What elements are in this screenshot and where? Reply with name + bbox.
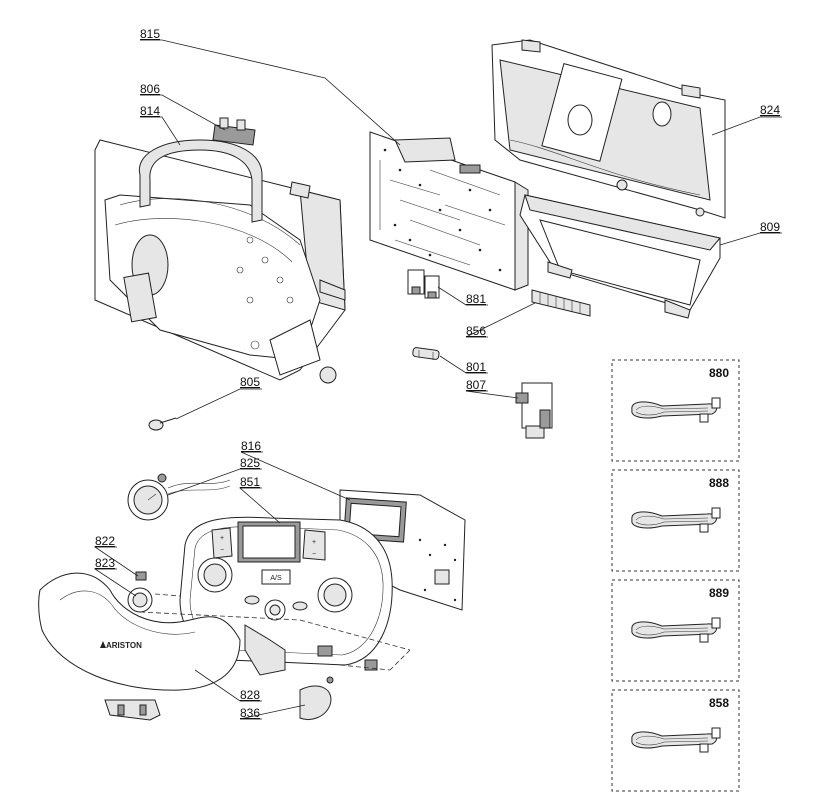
pressure-gauge-825 xyxy=(127,473,231,521)
front-cover-828: ARISTON xyxy=(38,572,241,691)
grip-handle-856 xyxy=(531,289,591,317)
cable-kit-880: 880 xyxy=(611,359,740,462)
cable-kit-label: 888 xyxy=(709,476,729,490)
cable-kit-label: 880 xyxy=(709,366,729,380)
assembly-guides xyxy=(139,593,411,671)
main-pcb xyxy=(369,131,529,291)
callout-823: 823 xyxy=(95,556,115,570)
brand-label: ARISTON xyxy=(106,641,142,650)
clip-822 xyxy=(135,571,147,581)
callout-814: 814 xyxy=(140,104,160,118)
callout-labels: 815 806 814 824 809 881 856 801 807 805 … xyxy=(95,27,780,720)
cable-kits: 880 888 889 858 xyxy=(611,359,740,792)
svg-text:−: − xyxy=(220,547,224,554)
callout-806: 806 xyxy=(140,82,160,96)
callout-856: 856 xyxy=(466,324,486,338)
svg-text:−: − xyxy=(312,551,316,558)
cable-kit-858: 858 xyxy=(611,689,740,792)
svg-text:+: + xyxy=(312,539,316,546)
lower-tray xyxy=(519,194,721,319)
cable-icon xyxy=(631,397,721,423)
callout-801: 801 xyxy=(466,360,486,374)
callout-824: 824 xyxy=(760,103,780,117)
callout-807: 807 xyxy=(466,378,486,392)
callout-805: 805 xyxy=(240,375,260,389)
cable-icon xyxy=(631,727,721,753)
bracket-lower-left xyxy=(104,699,161,721)
cable-kit-888: 888 xyxy=(611,469,740,572)
leader-lines xyxy=(93,39,782,720)
connector-881 xyxy=(407,269,440,299)
callout-881: 881 xyxy=(466,292,486,306)
cable-kit-label: 889 xyxy=(709,586,729,600)
small-cover-836 xyxy=(299,676,334,720)
screw-805 xyxy=(148,417,177,431)
callout-836: 836 xyxy=(240,706,260,720)
rear-cover xyxy=(491,39,726,219)
electrical-box-housing xyxy=(94,117,346,384)
callout-809: 809 xyxy=(760,220,780,234)
fuse-801 xyxy=(412,347,440,360)
callout-816: 816 xyxy=(241,439,261,453)
mode-button-label: A/S xyxy=(270,575,282,582)
callout-825: 825 xyxy=(240,456,260,470)
callout-851: 851 xyxy=(240,475,260,489)
cable-icon xyxy=(631,617,721,643)
callout-815: 815 xyxy=(140,27,160,41)
switch-807 xyxy=(515,382,553,439)
callout-828: 828 xyxy=(240,688,260,702)
svg-text:+: + xyxy=(220,535,224,542)
cable-kit-label: 858 xyxy=(709,696,729,710)
knob-823 xyxy=(127,587,153,613)
callout-822: 822 xyxy=(95,534,115,548)
cable-kit-889: 889 xyxy=(611,579,740,682)
cable-icon xyxy=(631,507,721,533)
